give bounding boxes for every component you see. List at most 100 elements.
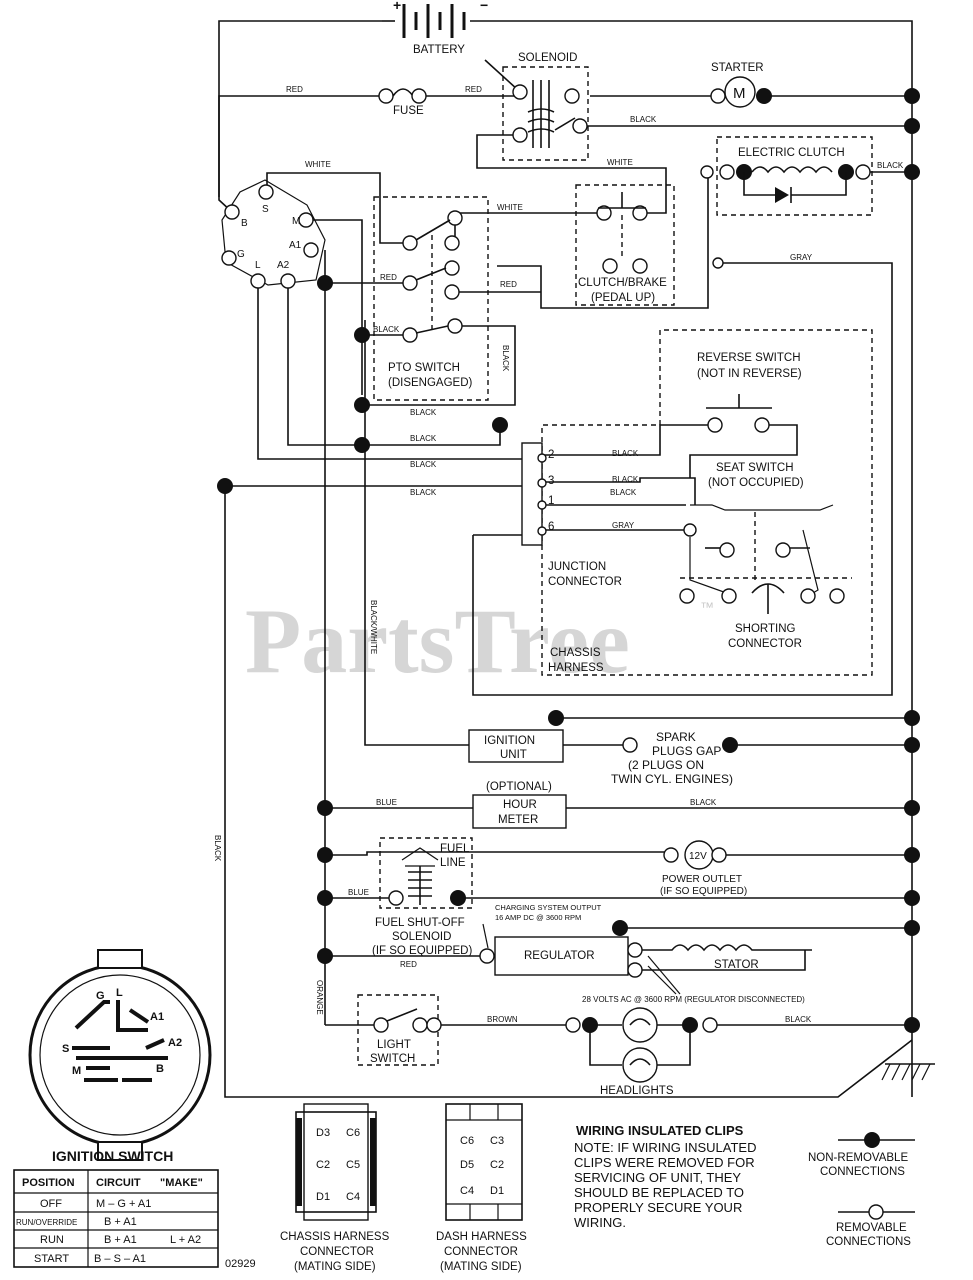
ignition-switch-table: POSITION CIRCUIT "MAKE" OFF M – G + A1 R… (13, 1169, 219, 1268)
power-outlet: 12V POWER OUTLET (IF SO EQUIPPED) (660, 840, 747, 897)
chassis-connector-caption: (MATING SIDE) (294, 1261, 376, 1273)
chassis-connector-caption: CONNECTOR (300, 1246, 374, 1258)
wire-label-black: BLACK (612, 449, 639, 458)
fuel-solenoid-label-2: SOLENOID (392, 931, 451, 943)
ignition-switch-title: IGNITION SWITCH (52, 1148, 173, 1164)
wire-label-gray: GRAY (790, 253, 813, 262)
chassis-connector-caption: CHASSIS HARNESS (280, 1231, 390, 1243)
wire-label-red: RED (500, 280, 517, 289)
seat-switch-state: (NOT OCCUPIED) (708, 477, 804, 489)
wire-label-red: RED (380, 273, 397, 282)
diagram-number: 02929 (225, 1258, 256, 1270)
terminal-m: M (292, 216, 300, 227)
fuel-solenoid-label-3: (IF SO EQUIPPED) (372, 945, 472, 957)
dash-harness-connector: C6 C3 D5 C2 C4 D1 DASH HARNESS CONNECTOR… (436, 1103, 527, 1273)
ignition-unit: IGNITION UNIT SPARK PLUGS GAP (2 PLUGS O… (468, 729, 738, 786)
wire-label-black: BLACK (410, 434, 437, 443)
junction-pin-1: 1 (548, 495, 554, 507)
wire-label-blue: BLUE (348, 888, 369, 897)
fuse-label: FUSE (393, 105, 424, 117)
wire-label-white: WHITE (607, 158, 633, 167)
face-l: L (116, 987, 123, 999)
ground-symbol (881, 1063, 935, 1081)
clips-line: PROPERLY SECURE YOUR (574, 1200, 742, 1215)
dash-pin: C4 (460, 1185, 474, 1197)
starter-motor: M STARTER (710, 62, 772, 108)
junction-pin-2: 2 (548, 449, 554, 461)
fuse: FUSE (378, 88, 427, 117)
legend-removable: REMOVABLE (836, 1222, 907, 1234)
power-outlet-label-2: (IF SO EQUIPPED) (660, 886, 747, 897)
light-switch-label: LIGHT (377, 1039, 411, 1051)
battery-label: BATTERY (413, 44, 465, 56)
table-cell: OFF (40, 1198, 62, 1210)
clips-line: CLIPS WERE REMOVED FOR (574, 1155, 755, 1170)
ignition-unit-label: IGNITION (484, 735, 535, 747)
spark-label: SPARK (656, 730, 696, 744)
battery-positive: + (393, 0, 401, 13)
wire-label-black: BLACK (610, 488, 637, 497)
pto-switch-state: (DISENGAGED) (388, 377, 473, 389)
ignition-unit-label-2: UNIT (500, 749, 527, 761)
legend: NON-REMOVABLE CONNECTIONS REMOVABLE CONN… (808, 1132, 915, 1248)
dash-connector-caption: CONNECTOR (444, 1246, 518, 1258)
ignition-switch-face: G L A1 A2 S M B IGNITION SWITCH (28, 949, 212, 1164)
pto-switch-label: PTO SWITCH (388, 362, 460, 374)
fuel-solenoid-label: FUEL SHUT-OFF (375, 917, 465, 929)
chassis-harness-block: 2 3 1 6 JUNCTION CONNECTOR CHASSIS HARNE… (521, 329, 873, 676)
solenoid-label: SOLENOID (518, 52, 577, 64)
light-switch: LIGHT SWITCH (357, 994, 442, 1066)
hour-meter: (OPTIONAL) HOUR METER (472, 781, 567, 829)
face-m: M (72, 1065, 81, 1077)
junction-label: JUNCTION (548, 561, 606, 573)
face-a1: A1 (150, 1011, 164, 1023)
table-header: CIRCUIT (96, 1177, 141, 1189)
solenoid: SOLENOID (502, 52, 589, 161)
spark-label-4: TWIN CYL. ENGINES) (611, 772, 733, 786)
dash-pin: C2 (490, 1159, 504, 1171)
main-wires (218, 20, 913, 1098)
spark-label-3: (2 PLUGS ON (628, 758, 704, 772)
light-switch-label-2: SWITCH (370, 1053, 415, 1065)
clips-line: SERVICING OF UNIT, THEY (574, 1170, 741, 1185)
battery: + − BATTERY (382, 0, 500, 56)
stator-label: STATOR (714, 959, 759, 971)
regulator-label: REGULATOR (524, 950, 595, 962)
wire-label-black: BLACK (690, 798, 717, 807)
electric-clutch: ELECTRIC CLUTCH (716, 136, 873, 216)
table-cell: L + A2 (170, 1234, 201, 1246)
power-outlet-label: POWER OUTLET (662, 874, 742, 885)
chassis-pin: C4 (346, 1191, 360, 1203)
wire-label-orange: ORANGE (315, 980, 324, 1015)
face-b: B (156, 1063, 164, 1075)
clips-note: WIRING INSULATED CLIPS NOTE: IF WIRING I… (574, 1123, 757, 1230)
reverse-switch-label: REVERSE SWITCH (697, 352, 801, 364)
wire-label-red: RED (465, 85, 482, 94)
table-header: POSITION (22, 1177, 75, 1189)
fuel-line-label-2: LINE (440, 857, 466, 869)
wire-label-black: BLACK (410, 460, 437, 469)
junction-pin-3: 3 (548, 475, 554, 487)
chassis-harness-connector: D3 C6 C2 C5 D1 C4 CHASSIS HARNESS CONNEC… (280, 1103, 390, 1273)
electric-clutch-label: ELECTRIC CLUTCH (738, 147, 845, 159)
chassis-pin: D1 (316, 1191, 330, 1203)
terminal-a1: A1 (289, 240, 302, 251)
wire-label-black: BLACK (410, 488, 437, 497)
junction-label-2: CONNECTOR (548, 576, 622, 588)
dash-pin: D1 (490, 1185, 504, 1197)
ac-note: 28 VOLTS AC @ 3600 RPM (REGULATOR DISCON… (582, 995, 805, 1004)
terminal-a2: A2 (277, 260, 290, 271)
wire-label-white: WHITE (305, 160, 331, 169)
wire-label-black: BLACK (630, 115, 657, 124)
chassis-pin: C2 (316, 1159, 330, 1171)
wire-label-blue: BLUE (376, 798, 397, 807)
table-cell: B – S – A1 (94, 1253, 146, 1265)
hour-meter-optional: (OPTIONAL) (486, 781, 552, 793)
legend-removable-2: CONNECTIONS (826, 1236, 911, 1248)
wire-label-black: BLACK (410, 408, 437, 417)
seat-switch-label: SEAT SWITCH (716, 462, 794, 474)
spark-label-2: PLUGS GAP (652, 744, 721, 758)
dash-connector-caption: DASH HARNESS (436, 1231, 527, 1243)
reverse-switch-state: (NOT IN REVERSE) (697, 368, 802, 380)
table-cell: M – G + A1 (96, 1198, 151, 1210)
